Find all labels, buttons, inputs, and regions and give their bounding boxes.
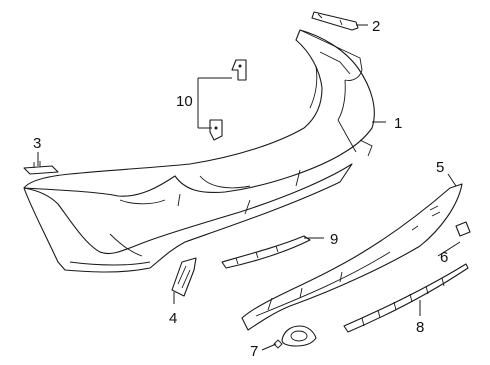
- lower-trim-strip: [343, 263, 469, 333]
- molding-strip: [221, 235, 311, 269]
- exhaust-trim: [273, 325, 317, 349]
- callout-8: 8: [416, 319, 424, 336]
- callout-4: 4: [169, 310, 177, 327]
- upper-bracket: [311, 11, 359, 31]
- callout-2: 2: [372, 18, 380, 35]
- callout-3: 3: [33, 135, 41, 152]
- callout-1: 1: [394, 115, 402, 132]
- leader-lines: [37, 24, 461, 351]
- callout-labels: 1 2 3 4 5 6 7 8 9 10: [33, 18, 448, 360]
- callout-10: 10: [176, 93, 193, 110]
- clip: [23, 161, 59, 175]
- reflector: [171, 257, 197, 297]
- side-brackets: [209, 59, 247, 141]
- lower-diffuser: [241, 183, 463, 331]
- callout-6: 6: [440, 249, 448, 266]
- tow-hook-cover: [455, 221, 471, 237]
- callout-7: 7: [250, 343, 258, 360]
- callout-9: 9: [330, 231, 338, 248]
- callout-5: 5: [436, 159, 444, 176]
- bumper-cover: [23, 29, 375, 273]
